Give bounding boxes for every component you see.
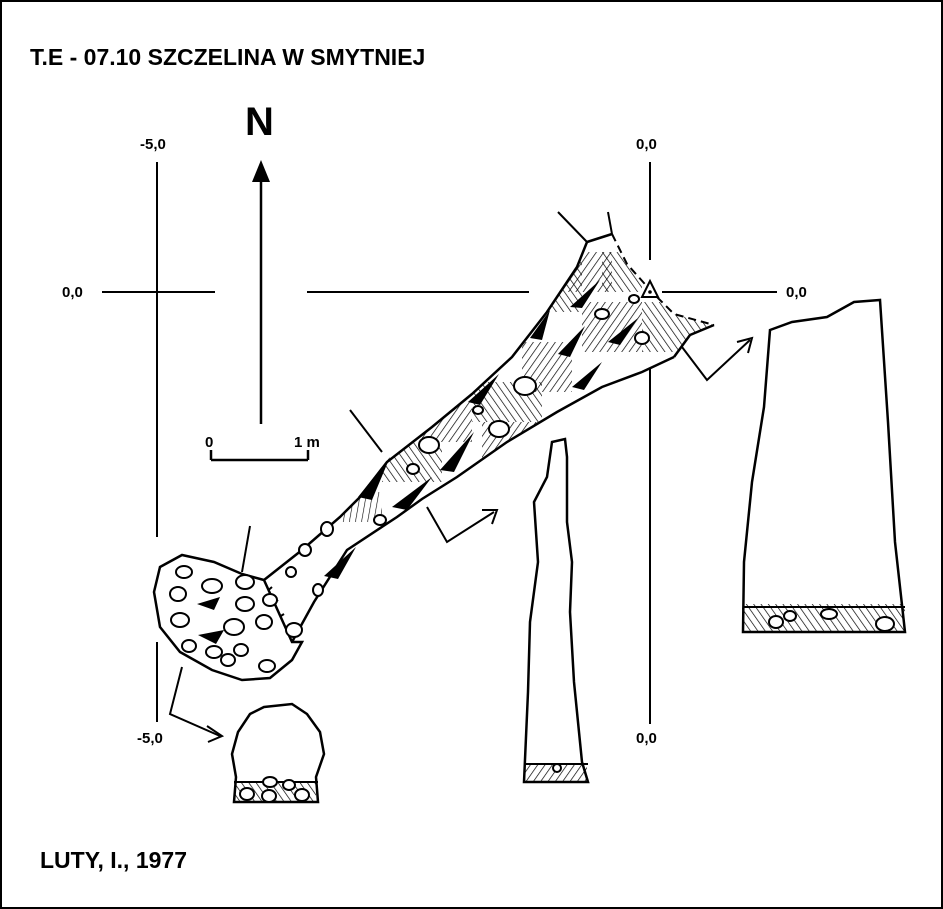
- scale-label-start: 0: [205, 434, 214, 451]
- grid-label-top-right: 0,0: [636, 136, 657, 153]
- grid-label-top-left: -5,0: [140, 136, 166, 153]
- survey-station-icon: [640, 278, 660, 298]
- cross-section-1: [741, 298, 907, 634]
- north-arrow-icon: [252, 160, 270, 424]
- grid-label-right: 0,0: [786, 284, 807, 301]
- map-title: T.E - 07.10 SZCZELINA W SMYTNIEJ: [30, 44, 426, 70]
- grid-lines: [102, 162, 777, 724]
- grid-label-bottom-left: -5,0: [137, 730, 163, 747]
- scale-label-end: 1 m: [294, 434, 320, 451]
- grid-label-left: 0,0: [62, 284, 83, 301]
- north-label: N: [245, 100, 274, 144]
- boulder-icon: [169, 294, 650, 673]
- scale-bar: [209, 450, 310, 462]
- cross-section-3: [230, 702, 326, 804]
- debris-cone-icon: [197, 280, 638, 644]
- cross-section-2: [522, 437, 590, 784]
- section-arrow-icon: [168, 336, 754, 743]
- grid-label-bottom-right: 0,0: [636, 730, 657, 747]
- author-credit: LUTY, I., 1977: [40, 847, 188, 873]
